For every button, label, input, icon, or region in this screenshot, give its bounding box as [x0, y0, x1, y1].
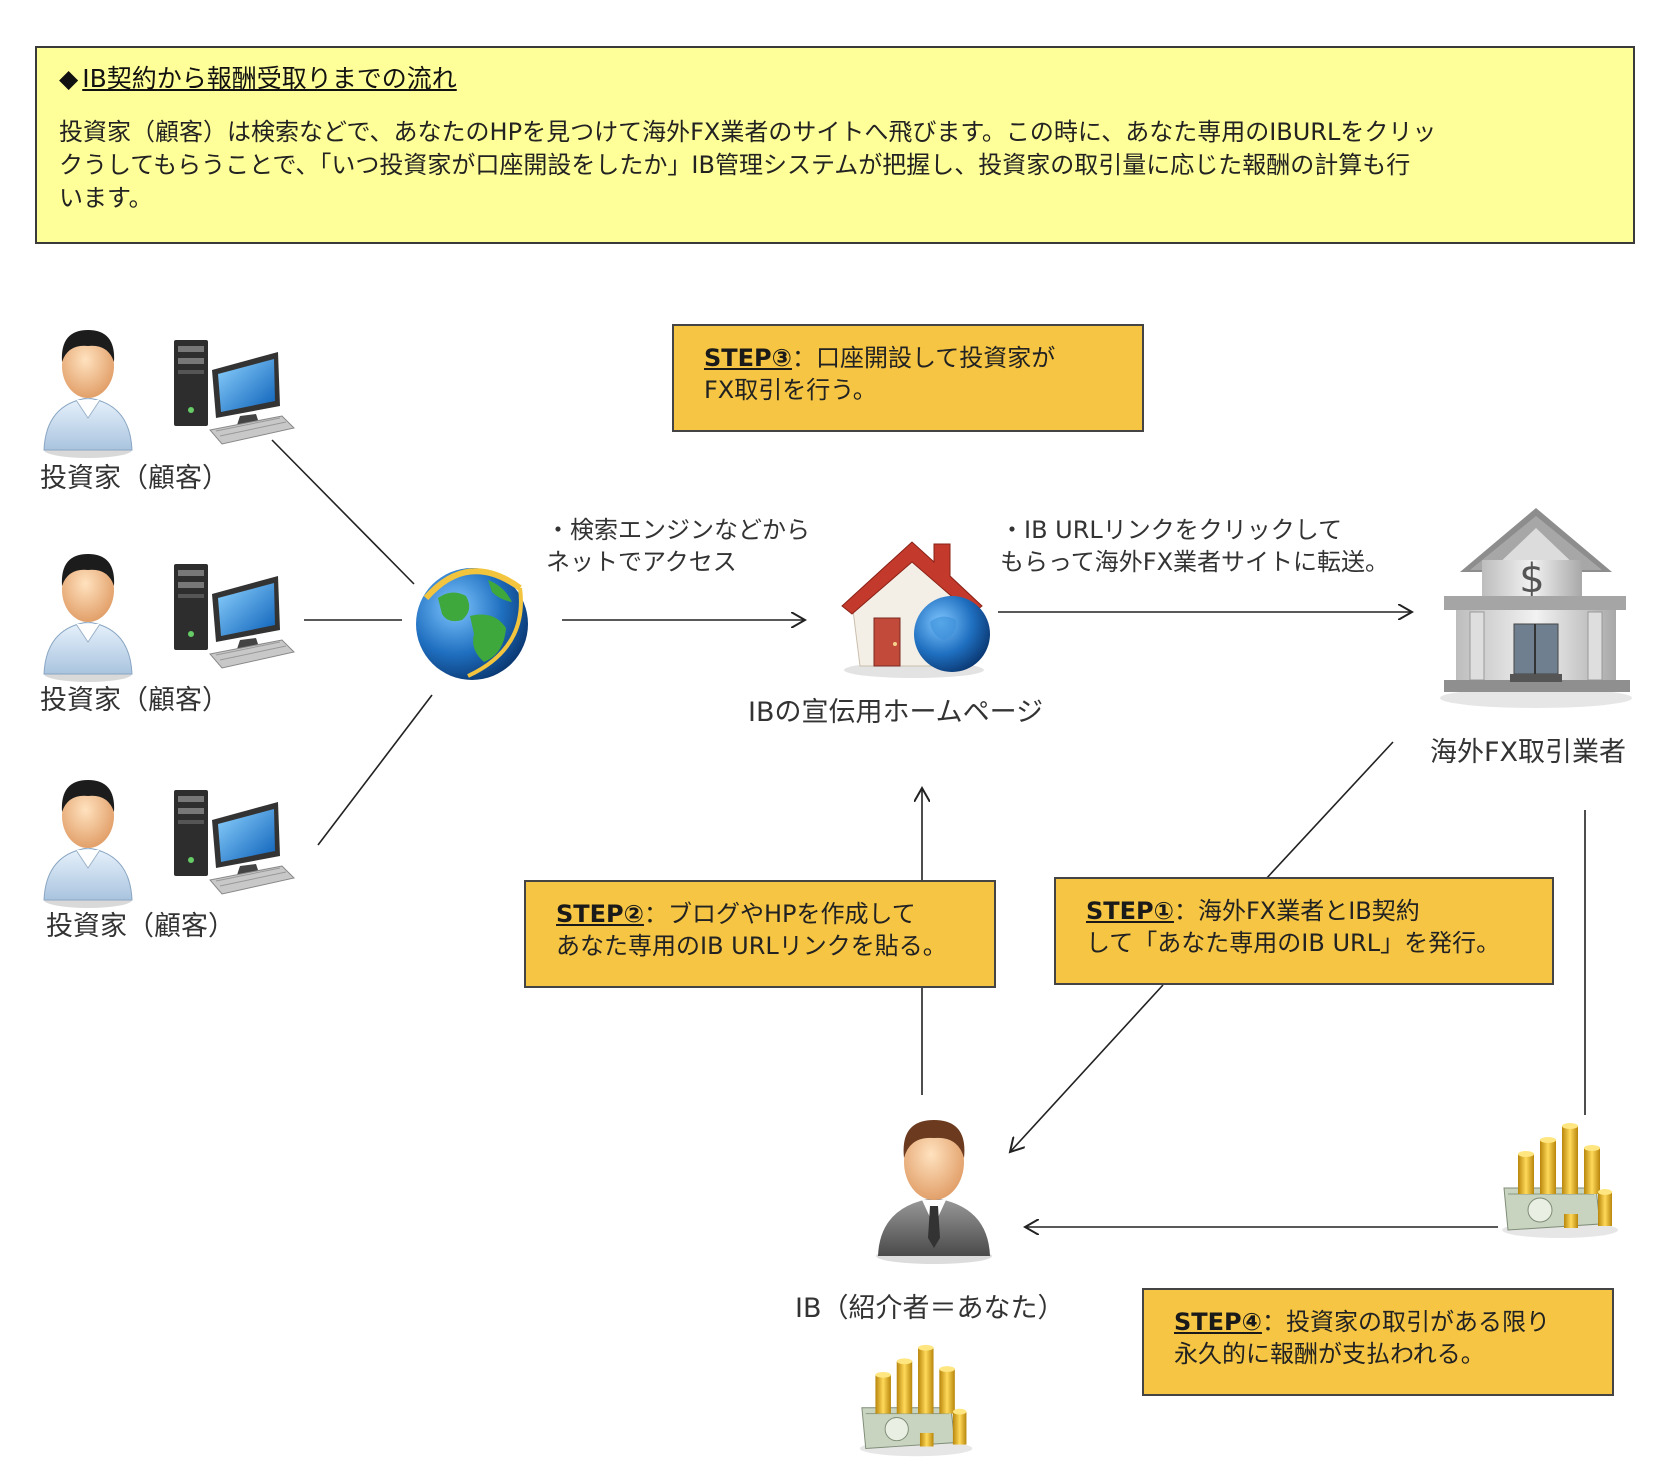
- intro-body-line-3: います。: [59, 184, 153, 212]
- investor-1-person-icon: [38, 322, 138, 458]
- ib-label: IB（紹介者＝あなた）: [795, 1293, 1065, 1324]
- iburl-note-line-1: ・IB URLリンクをクリックして: [1000, 516, 1343, 544]
- intro-title: IB契約から報酬受取りまでの流れ: [82, 64, 457, 93]
- step3-line-2: FX取引を行う。: [704, 376, 877, 404]
- intro-body: 投資家（顧客）は検索などで、あなたのHPを見つけて海外FX業者のサイトへ飛びます…: [59, 116, 1611, 215]
- investor-3-person-icon: [38, 772, 138, 908]
- homepage-label: IBの宣伝用ホームページ: [748, 697, 1044, 728]
- step4-box: STEP④：投資家の取引がある限り 永久的に報酬が支払われる。: [1142, 1288, 1614, 1396]
- arrow-step1-to-ib: [1010, 984, 1164, 1152]
- intro-heading: ◆IB契約から報酬受取りまでの流れ: [59, 62, 1611, 96]
- diamond-icon: ◆: [59, 64, 79, 93]
- step2-line-1: ：ブログやHPを作成して: [643, 900, 916, 928]
- step3-box: STEP③：口座開設して投資家が FX取引を行う。: [672, 324, 1144, 432]
- businessman-icon: [868, 1108, 1000, 1268]
- investor-1-computer-icon: [170, 330, 298, 450]
- step4-line-1: ：投資家の取引がある限り: [1261, 1308, 1550, 1336]
- step2-line-2: あなた専用のIB URLリンクを貼る。: [556, 932, 947, 960]
- iburl-note-line-2: もらって海外FX業者サイトに転送。: [1000, 548, 1390, 576]
- investor-2-computer-icon: [170, 554, 298, 674]
- step4-line-2: 永久的に報酬が支払われる。: [1174, 1340, 1485, 1368]
- svg-text:$: $: [1519, 556, 1544, 602]
- broker-label: 海外FX取引業者: [1430, 737, 1627, 768]
- step1-line-1: ：海外FX業者とIB契約: [1173, 897, 1420, 925]
- intro-box: ◆IB契約から報酬受取りまでの流れ 投資家（顧客）は検索などで、あなたのHPを見…: [35, 46, 1635, 244]
- ib-money-stack-icon: [856, 1340, 982, 1462]
- step1-box: STEP①：海外FX業者とIB契約 して「あなた専用のIB URL」を発行。: [1054, 877, 1554, 985]
- step1-line-2: して「あなた専用のIB URL」を発行。: [1086, 929, 1501, 957]
- intro-body-line-2: クうしてもらうことで、「いつ投資家が口座開設をしたか」IB管理システムが把握し、…: [59, 151, 1411, 179]
- search-note-line-2: ネットでアクセス: [546, 548, 737, 576]
- search-note-line-1: ・検索エンジンなどから: [546, 516, 810, 544]
- investor-3-label: 投資家（顧客）: [46, 911, 235, 942]
- connector-investor1-globe: [271, 439, 415, 585]
- investor-1-label: 投資家（顧客）: [40, 463, 229, 494]
- connector-broker-step1: [1264, 741, 1394, 881]
- globe-icon: [408, 558, 538, 688]
- broker-money-stack-icon: [1500, 1118, 1626, 1244]
- investor-2-label: 投資家（顧客）: [40, 685, 229, 716]
- search-access-note: ・検索エンジンなどから ネットでアクセス: [546, 514, 810, 578]
- step3-line-1: ：口座開設して投資家が: [791, 344, 1056, 372]
- step3-tag: STEP③: [704, 344, 792, 372]
- step4-tag: STEP④: [1174, 1308, 1262, 1336]
- bank-icon: $: [1430, 500, 1640, 710]
- intro-body-line-1: 投資家（顧客）は検索などで、あなたのHPを見つけて海外FX業者のサイトへ飛びます…: [59, 118, 1437, 146]
- connector-investor3-globe: [317, 694, 433, 846]
- house-globe-icon: [834, 532, 994, 682]
- step2-box: STEP②：ブログやHPを作成して あなた専用のIB URLリンクを貼る。: [524, 880, 996, 988]
- investor-2-person-icon: [38, 546, 138, 682]
- step2-tag: STEP②: [556, 900, 644, 928]
- investor-3-computer-icon: [170, 780, 298, 900]
- step1-tag: STEP①: [1086, 897, 1174, 925]
- iburl-redirect-note: ・IB URLリンクをクリックして もらって海外FX業者サイトに転送。: [1000, 514, 1389, 578]
